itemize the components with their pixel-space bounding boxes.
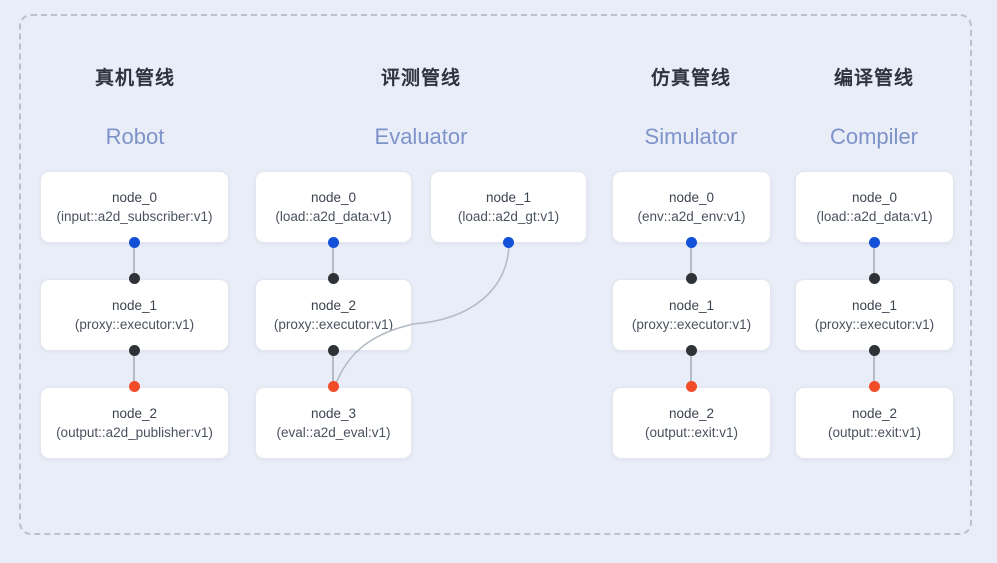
node-simulator-1[interactable]: node_1 (proxy::executor:v1) — [612, 279, 771, 351]
port-input-compiler-2[interactable] — [869, 381, 880, 392]
node-name: node_2 — [111, 406, 158, 421]
node-type: (proxy::executor:v1) — [814, 317, 935, 332]
node-type: (eval::a2d_eval:v1) — [276, 425, 391, 440]
node-robot-1[interactable]: node_1 (proxy::executor:v1) — [40, 279, 229, 351]
column-title-simulator: 仿真管线 — [650, 68, 731, 89]
port-output-robot-0[interactable] — [129, 237, 140, 248]
node-name: node_1 — [485, 190, 532, 205]
node-type: (proxy::executor:v1) — [74, 317, 195, 332]
node-type: (proxy::executor:v1) — [631, 317, 752, 332]
port-input-evaluator-2[interactable] — [328, 273, 339, 284]
node-type: (output::exit:v1) — [644, 425, 739, 440]
column-subtitle-robot: Robot — [105, 124, 165, 149]
node-type: (env::a2d_env:v1) — [637, 209, 746, 224]
node-simulator-2[interactable]: node_2 (output::exit:v1) — [612, 387, 771, 459]
port-input-robot-1[interactable] — [129, 273, 140, 284]
node-name: node_0 — [111, 190, 158, 205]
column-subtitle-evaluator: Evaluator — [374, 124, 468, 149]
port-input-evaluator-3[interactable] — [328, 381, 339, 392]
node-evaluator-1[interactable]: node_1 (load::a2d_gt:v1) — [430, 171, 587, 243]
column-title-robot: 真机管线 — [94, 68, 175, 89]
port-input-compiler-1[interactable] — [869, 273, 880, 284]
node-type: (output::a2d_publisher:v1) — [56, 425, 213, 440]
edge-simulator-0-1 — [690, 243, 692, 279]
node-type: (output::exit:v1) — [827, 425, 922, 440]
port-output-evaluator-2[interactable] — [328, 345, 339, 356]
node-name: node_3 — [310, 406, 357, 421]
node-name: node_1 — [668, 298, 715, 313]
node-type: (load::a2d_gt:v1) — [457, 209, 560, 224]
edge-evaluator-2-3 — [332, 351, 334, 387]
node-name: node_2 — [851, 406, 898, 421]
port-output-compiler-0[interactable] — [869, 237, 880, 248]
port-output-robot-1[interactable] — [129, 345, 140, 356]
edge-compiler-0-1 — [873, 243, 875, 279]
node-name: node_1 — [111, 298, 158, 313]
edge-robot-1-2 — [133, 351, 135, 387]
node-type: (proxy::executor:v1) — [273, 317, 394, 332]
port-input-simulator-1[interactable] — [686, 273, 697, 284]
port-input-simulator-2[interactable] — [686, 381, 697, 392]
node-name: node_0 — [851, 190, 898, 205]
port-output-simulator-0[interactable] — [686, 237, 697, 248]
column-subtitle-simulator: Simulator — [644, 124, 738, 149]
node-compiler-2[interactable]: node_2 (output::exit:v1) — [795, 387, 954, 459]
node-robot-0[interactable]: node_0 (input::a2d_subscriber:v1) — [40, 171, 229, 243]
node-compiler-0[interactable]: node_0 (load::a2d_data:v1) — [795, 171, 954, 243]
node-name: node_0 — [310, 190, 357, 205]
edge-compiler-1-2 — [873, 351, 875, 387]
edge-simulator-1-2 — [690, 351, 692, 387]
port-input-robot-2[interactable] — [129, 381, 140, 392]
port-output-simulator-1[interactable] — [686, 345, 697, 356]
node-compiler-1[interactable]: node_1 (proxy::executor:v1) — [795, 279, 954, 351]
node-name: node_2 — [310, 298, 357, 313]
node-evaluator-2[interactable]: node_2 (proxy::executor:v1) — [255, 279, 412, 351]
column-subtitle-compiler: Compiler — [829, 124, 919, 149]
column-title-evaluator: 评测管线 — [380, 68, 461, 89]
node-type: (load::a2d_data:v1) — [816, 209, 933, 224]
node-evaluator-3[interactable]: node_3 (eval::a2d_eval:v1) — [255, 387, 412, 459]
port-output-compiler-1[interactable] — [869, 345, 880, 356]
edge-robot-0-1 — [133, 243, 135, 279]
node-name: node_1 — [851, 298, 898, 313]
node-simulator-0[interactable]: node_0 (env::a2d_env:v1) — [612, 171, 771, 243]
port-output-evaluator-0[interactable] — [328, 237, 339, 248]
node-evaluator-0[interactable]: node_0 (load::a2d_data:v1) — [255, 171, 412, 243]
node-type: (input::a2d_subscriber:v1) — [56, 209, 213, 224]
node-name: node_2 — [668, 406, 715, 421]
column-title-compiler: 编译管线 — [833, 68, 914, 89]
node-type: (load::a2d_data:v1) — [275, 209, 392, 224]
node-name: node_0 — [668, 190, 715, 205]
node-robot-2[interactable]: node_2 (output::a2d_publisher:v1) — [40, 387, 229, 459]
edge-evaluator-0-2 — [332, 243, 334, 279]
port-output-evaluator-1[interactable] — [503, 237, 514, 248]
